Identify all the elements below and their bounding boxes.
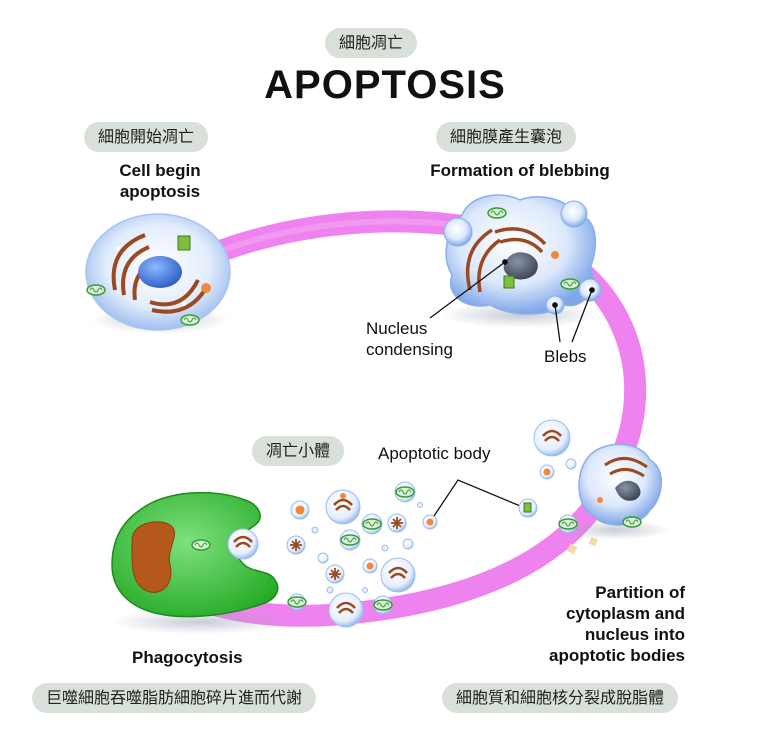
partition-label: Partition of cytoplasm and nucleus into … <box>470 582 685 666</box>
macrophage-nucleus-icon <box>131 521 175 593</box>
apoptotic-body-icon <box>362 558 378 574</box>
apoptotic-body-icon <box>387 513 407 533</box>
mitochondrion-icon <box>487 207 507 219</box>
stage-begin-line2: apoptosis <box>119 182 201 201</box>
golgi-apparatus-icon <box>111 233 208 314</box>
stage-begin-line1: Cell begin <box>119 161 201 180</box>
chinese-title-pill: 細胞凋亡 <box>325 28 418 58</box>
partitioning-cell <box>560 443 670 540</box>
nucleus-line2: condensing <box>366 340 453 359</box>
apoptotic-body-icon <box>317 552 329 564</box>
page-title: APOPTOSIS <box>264 63 506 107</box>
partition-line4: apoptotic bodies <box>549 646 685 665</box>
apoptotic-body-icon <box>565 458 577 470</box>
apoptotic-body-icon <box>373 595 393 615</box>
apoptotic-body-icon <box>339 529 361 551</box>
apoptotic-body-icon <box>518 498 538 518</box>
condensed-nucleus-icon <box>503 252 538 280</box>
apoptotic-body-icon <box>290 500 310 520</box>
apoptotic-body-icon <box>325 564 345 584</box>
stage-blebbing-chinese: 細胞膜產生囊泡 <box>436 122 577 152</box>
mitochondrion-icon <box>180 314 200 326</box>
partition-chinese: 細胞質和細胞核分裂成脫脂體 <box>442 683 679 713</box>
apoptotic-body-icon <box>380 557 416 593</box>
nucleus-icon <box>138 256 182 288</box>
partition-line3: nucleus into <box>584 625 685 644</box>
blebbing-cell <box>440 194 602 328</box>
nucleus-line1: Nucleus <box>366 319 428 338</box>
apoptotic-body-icon <box>361 513 383 535</box>
organelle-icon <box>177 235 191 251</box>
nucleus-condensing-label: Nucleus condensing <box>366 318 486 360</box>
apoptotic-body-chinese: 凋亡小體 <box>252 436 345 466</box>
mitochondrion-icon <box>560 278 580 290</box>
apoptotic-body-icon <box>558 514 578 534</box>
macrophage <box>110 491 290 634</box>
apoptotic-body-icon <box>533 419 571 457</box>
apoptotic-body-icon <box>286 535 306 555</box>
mitochondrion-icon <box>86 284 106 296</box>
bleb-icon <box>443 217 473 247</box>
apoptotic-body-icon <box>328 592 364 628</box>
engulfed-body-icon <box>227 528 259 560</box>
apoptotic-bodies <box>286 419 598 628</box>
apoptotic-body-icon <box>422 514 438 530</box>
blebs-label: Blebs <box>544 347 587 366</box>
apoptotic-body-icon <box>402 538 414 550</box>
apoptotic-body-label: Apoptotic body <box>378 444 491 463</box>
partition-line2: cytoplasm and <box>565 604 685 623</box>
stage-blebbing-label: Formation of blebbing <box>430 161 610 180</box>
phagocytosis-label: Phagocytosis <box>132 648 243 667</box>
apoptotic-body-icon <box>394 481 416 503</box>
apoptotic-body-icon <box>325 489 361 525</box>
phagocytosis-chinese: 巨噬細胞吞噬脂肪細胞碎片進而代謝 <box>32 683 317 713</box>
apoptotic-body-icon <box>287 593 307 611</box>
partition-line1: Partition of <box>595 583 685 602</box>
stage-begin-chinese: 細胞開始凋亡 <box>84 122 209 152</box>
mitochondrion-icon <box>622 516 642 528</box>
stage-begin-label: Cell begin apoptosis <box>80 160 240 202</box>
bleb-icon <box>560 200 588 228</box>
initial-cell <box>85 213 231 334</box>
apoptotic-body-icon <box>539 464 555 480</box>
condensed-nucleus-icon <box>615 480 641 501</box>
mitochondrion-icon <box>191 539 211 551</box>
